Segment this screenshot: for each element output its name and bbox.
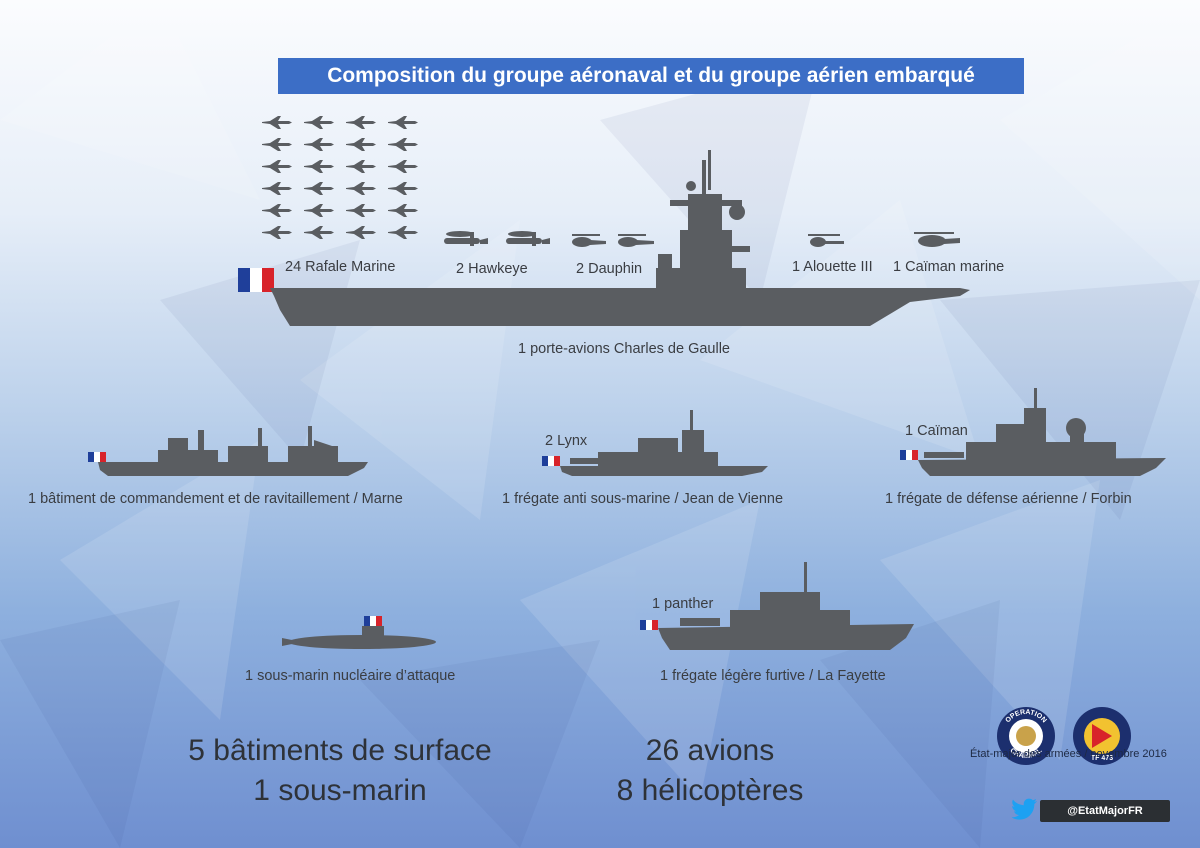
lynx-label: 2 Lynx bbox=[545, 433, 588, 449]
twitter-icon[interactable] bbox=[1012, 798, 1038, 820]
alouette-label: 1 Alouette III bbox=[792, 259, 873, 275]
forbin-caiman-label: 1 Caïman bbox=[905, 423, 968, 439]
jean-de-vienne-label: 1 frégate anti sous-marine / Jean de Vie… bbox=[502, 491, 784, 507]
hawkeye-icon bbox=[444, 231, 550, 246]
la-fayette-label: 1 frégate légère furtive / La Fayette bbox=[660, 668, 886, 684]
marne-silhouette bbox=[88, 426, 368, 476]
total-surface: 5 bâtiments de surface bbox=[188, 734, 492, 767]
rafale-label: 24 Rafale Marine bbox=[285, 259, 396, 275]
page-title: Composition du groupe aéronaval et du gr… bbox=[278, 58, 1024, 94]
credit-text: État-major des armées / novembre 2016 bbox=[970, 748, 1167, 760]
caiman-marine-label: 1 Caïman marine bbox=[893, 259, 1005, 275]
forbin-label: 1 frégate de défense aérienne / Forbin bbox=[885, 491, 1132, 507]
submarine-silhouette bbox=[282, 616, 436, 649]
carrier-name: 1 porte-avions Charles de Gaulle bbox=[518, 341, 730, 357]
tf473-logo: TF 473 bbox=[1073, 707, 1131, 765]
total-avions: 26 avions bbox=[645, 734, 775, 767]
dauphin-label: 2 Dauphin bbox=[576, 261, 643, 277]
total-submarine: 1 sous-marin bbox=[253, 774, 427, 807]
hawkeye-label: 2 Hawkeye bbox=[456, 261, 528, 277]
la-fayette-silhouette bbox=[640, 562, 914, 650]
panther-label: 1 panther bbox=[652, 596, 714, 612]
caiman-icon bbox=[914, 232, 960, 247]
svg-text:TF 473: TF 473 bbox=[1091, 755, 1113, 762]
jean-de-vienne-silhouette bbox=[542, 410, 768, 476]
alouette-icon bbox=[808, 234, 844, 247]
marne-label: 1 bâtiment de commandement et de ravitai… bbox=[28, 491, 403, 507]
total-helicopteres: 8 hélicoptères bbox=[616, 774, 804, 807]
operation-chammal-logo: OPERATION CHAMMAL bbox=[997, 707, 1055, 765]
twitter-handle[interactable]: @EtatMajorFR bbox=[1040, 800, 1170, 822]
dauphin-icon bbox=[572, 234, 654, 247]
french-flag-icon bbox=[238, 268, 274, 292]
submarine-label: 1 sous-marin nucléaire d’attaque bbox=[245, 668, 456, 684]
aircraft-carrier-silhouette bbox=[270, 150, 970, 326]
forbin-silhouette bbox=[900, 388, 1166, 476]
